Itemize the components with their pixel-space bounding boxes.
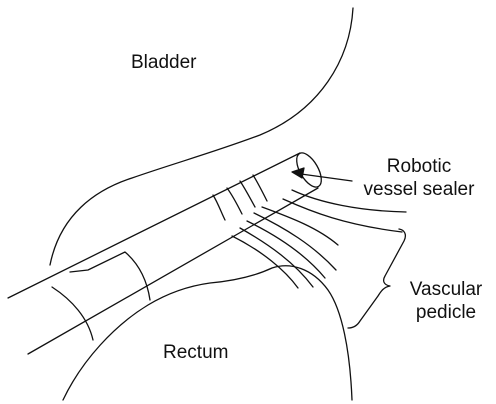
vessel-sealer-label: Robotic vessel sealer bbox=[355, 155, 483, 201]
instrument-band-3 bbox=[240, 181, 255, 207]
instrument-lower-edge bbox=[28, 188, 318, 354]
vascular-pedicle-label: Vascular pedicle bbox=[404, 278, 488, 324]
instrument-joint-collar bbox=[70, 252, 150, 300]
pedicle-brace bbox=[348, 229, 405, 328]
vessel bbox=[283, 199, 402, 232]
instrument-band-1 bbox=[213, 195, 225, 220]
vessel bbox=[254, 213, 336, 270]
sealer-pointer-arrowhead bbox=[292, 168, 304, 178]
vessel-sealer-label-line2: vessel sealer bbox=[355, 178, 483, 201]
vessel-sealer-label-line1: Robotic bbox=[355, 155, 483, 178]
rectum-label: Rectum bbox=[163, 341, 228, 364]
vascular-pedicle-label-line1: Vascular bbox=[404, 278, 488, 301]
bladder-label: Bladder bbox=[131, 51, 197, 74]
vessel-sealer-instrument bbox=[8, 149, 326, 354]
bladder-outline bbox=[50, 8, 353, 265]
vascular-pedicle-label-line2: pedicle bbox=[404, 301, 488, 324]
rectum-outline bbox=[63, 266, 352, 400]
instrument-band-2 bbox=[227, 188, 242, 214]
sealer-pointer-line bbox=[301, 174, 352, 181]
instrument-band-4 bbox=[253, 175, 267, 201]
instrument-joint-arc bbox=[52, 287, 93, 340]
